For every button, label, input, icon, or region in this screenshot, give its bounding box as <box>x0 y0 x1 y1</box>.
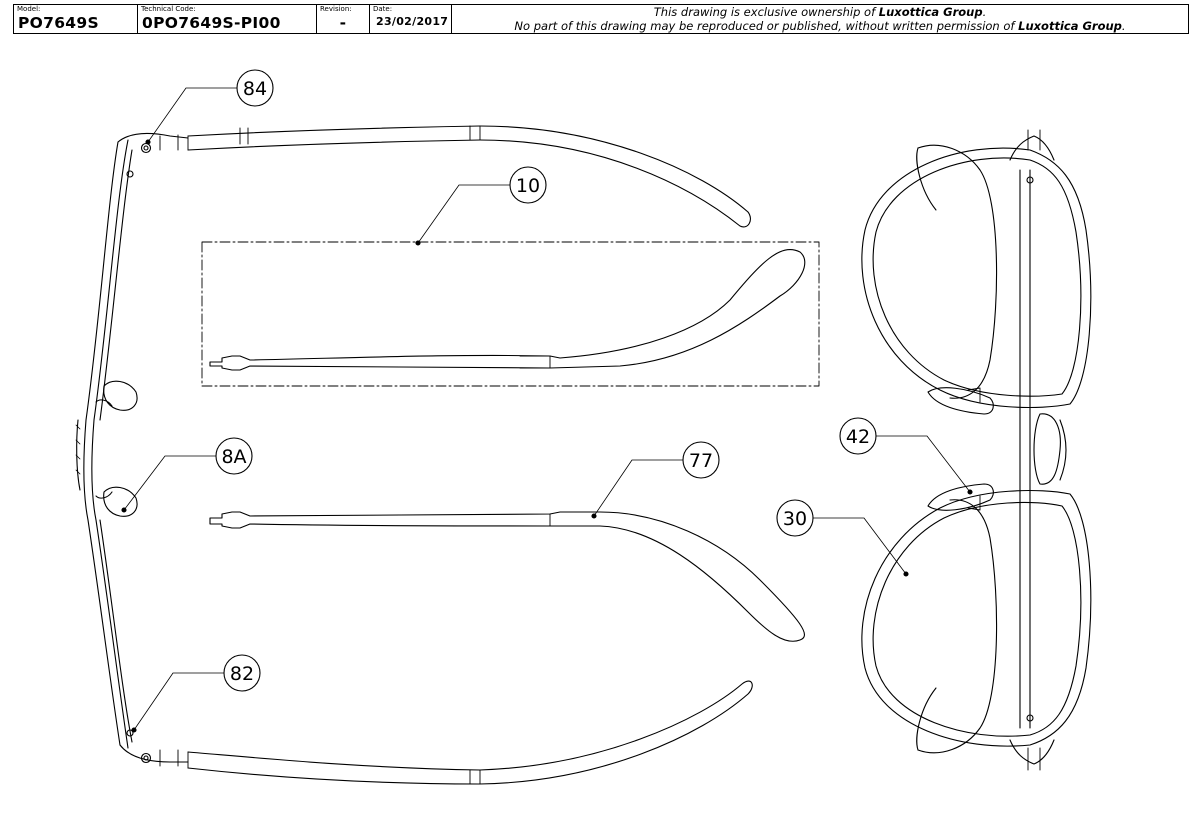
callout-8a <box>121 437 253 513</box>
callout-30-bubble <box>776 499 814 537</box>
temple-77 <box>209 511 805 642</box>
notice-line-2-text: No part of this drawing may be reproduce… <box>514 19 1019 33</box>
callout-8a-label: 8A <box>221 446 246 468</box>
revision-cell: Revision: - <box>317 5 370 33</box>
model-label: Model: <box>17 5 41 13</box>
detail-box-10 <box>201 241 820 387</box>
callout-30 <box>776 499 909 577</box>
notice-line-1-end: . <box>982 5 987 19</box>
title-block: Model: PO7649S Technical Code: 0PO7649S-… <box>13 4 1189 34</box>
notice-line-1: This drawing is exclusive ownership of L… <box>452 5 1188 19</box>
callout-42-label: 42 <box>846 426 870 448</box>
notice-line-2-brand: Luxottica Group <box>1018 19 1122 33</box>
revision-value: - <box>339 14 347 32</box>
notice-line-1-text: This drawing is exclusive ownership of <box>653 5 879 19</box>
technical-code-cell: Technical Code: 0PO7649S-PI00 <box>138 5 317 33</box>
callout-8a-bubble <box>215 437 253 475</box>
ownership-notice: This drawing is exclusive ownership of L… <box>452 5 1188 33</box>
callout-82-bubble <box>223 654 261 692</box>
technical-code-value: 0PO7649S-PI00 <box>142 14 281 32</box>
callout-10-bubble <box>509 166 547 204</box>
model-value: PO7649S <box>18 14 99 32</box>
callout-82-label: 82 <box>230 663 254 685</box>
notice-line-2: No part of this drawing may be reproduce… <box>452 19 1188 33</box>
date-value: 23/02/2017 <box>376 15 449 28</box>
callout-77 <box>591 441 720 519</box>
callout-82 <box>131 654 261 733</box>
callout-10 <box>415 166 547 246</box>
frame-front-view <box>861 129 1092 771</box>
revision-label: Revision: <box>320 5 352 13</box>
model-cell: Model: PO7649S <box>14 5 138 33</box>
callout-42 <box>839 417 973 495</box>
date-label: Date: <box>373 5 393 13</box>
callout-30-label: 30 <box>783 508 807 530</box>
callout-84-bubble <box>236 69 274 107</box>
callout-10-label: 10 <box>516 175 540 197</box>
date-cell: Date: 23/02/2017 <box>370 5 452 33</box>
callout-77-label: 77 <box>689 450 713 472</box>
notice-line-1-brand: Luxottica Group <box>878 5 983 19</box>
callout-42-bubble <box>839 417 877 455</box>
callout-84 <box>145 69 274 145</box>
callout-84-label: 84 <box>243 78 267 100</box>
callout-77-bubble <box>682 441 720 479</box>
temple-detail-10 <box>201 241 820 387</box>
frame-top-view <box>75 125 753 785</box>
technical-code-label: Technical Code: <box>141 5 196 13</box>
notice-line-2-end: . <box>1121 19 1126 33</box>
